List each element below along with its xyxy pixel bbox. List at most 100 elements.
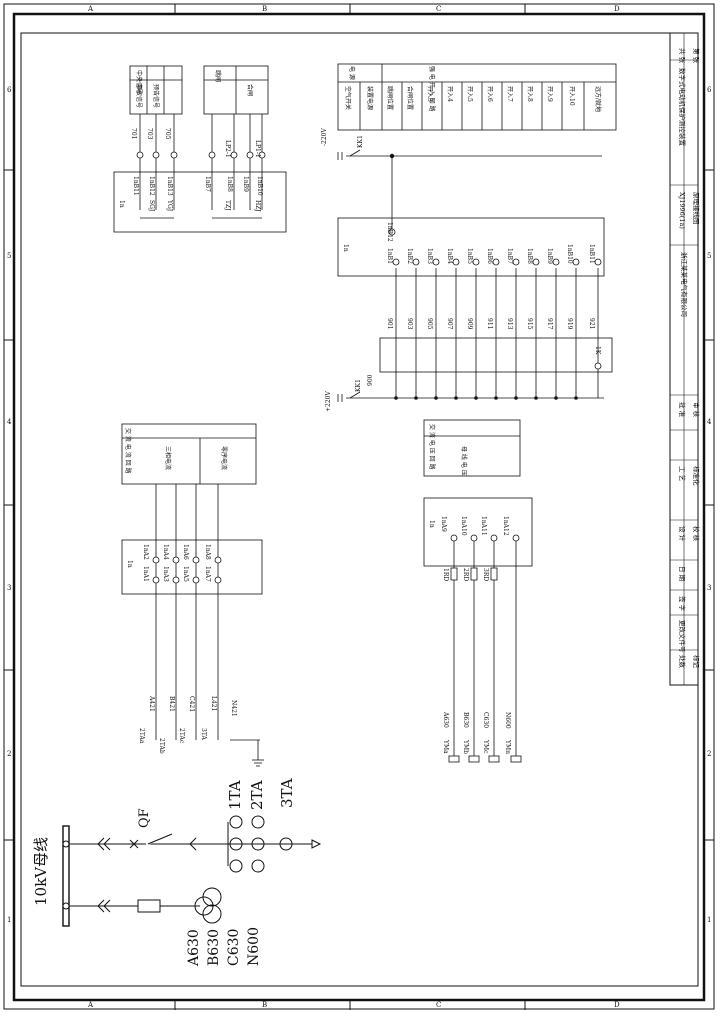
ac-current-dots (152, 556, 222, 584)
di-bottom-nodes (394, 396, 578, 400)
terminal-1nb7: 1nB7 (506, 248, 513, 264)
title-sign: 签 字 (678, 596, 687, 612)
di-row-7: 开入6 (486, 86, 493, 102)
title-change-no: 更改文件号 (678, 620, 687, 653)
ac-current-device: 1n (126, 560, 133, 568)
term-1na4: 1nA4 (162, 544, 169, 560)
di-circuit-texts: -220V +220V KK1 KK1 900 1n 1K 1nB12 1nB1… (321, 128, 601, 412)
term-1na8: 1nA8 (204, 544, 211, 560)
term-1na3: 1nA3 (162, 566, 169, 582)
terminal-1nb9-a: 1nB9 (242, 176, 249, 192)
vwire-a630: A630 (442, 711, 449, 728)
ac-voltage-device: 1n (428, 520, 435, 528)
term-1na2: 1nA2 (142, 544, 149, 560)
terminal-1nb2: 1nB2 (406, 248, 413, 264)
ct-2taa: 2TAa (138, 728, 145, 744)
kk1-label-top: KK1 (357, 135, 364, 148)
terminal-1nb8-a: 1nB8 (226, 176, 233, 192)
ac-voltage-dots (450, 534, 520, 542)
contact-ygj: YGJ (166, 199, 173, 212)
di-row-11: 开入10 (568, 86, 575, 106)
zone-left-2: 2 (7, 750, 11, 758)
title-audit: 审 核 (692, 402, 701, 418)
di-row-0: 空气开关 (344, 86, 352, 110)
title-approve: 批 准 (678, 402, 687, 418)
trip-header-close: 合闸 (246, 84, 254, 96)
bus-yma: YMa (442, 739, 449, 754)
ac-current-sub2: 零序电流 (220, 446, 228, 470)
zone-left-5: 5 (7, 252, 11, 260)
zone-right-1: 1 (707, 916, 711, 924)
primary-diagram (62, 815, 322, 927)
ac-voltage-table (423, 419, 533, 763)
ac-current-table (121, 423, 264, 767)
di-common-wire: 900 (367, 374, 374, 386)
ac-voltage-texts: 交 流 电 压 回 路 母 线 电 压 1n 1nA9 1nA10 1nA11 … (428, 424, 511, 754)
terminal-1nb10-a: 1nB10 (256, 176, 263, 196)
terminal-1nb7-a: 1nB7 (204, 176, 211, 192)
di-row-2: 跳闸位置 (386, 86, 394, 110)
term-1na5: 1nA5 (182, 566, 189, 582)
terminal-1nb8: 1nB8 (526, 248, 533, 264)
terminal-1nb5: 1nB5 (466, 248, 473, 264)
zone-right-3: 3 (707, 584, 711, 592)
title-date: 日 期 (678, 566, 686, 582)
fuse-1rd: 1RD (442, 568, 449, 581)
term-1na10: 1nA10 (460, 516, 467, 536)
signal-header-central: 中央信号 (135, 70, 143, 94)
vwire-c630: C630 (482, 712, 489, 728)
di-wire-905: 905 (426, 318, 433, 330)
zone-left-3: 3 (7, 584, 11, 592)
ac-voltage-title: 交 流 电 压 回 路 (428, 424, 436, 470)
di-switch: 1K (594, 346, 601, 355)
terminal-1nb12-a: 1nB12 (148, 176, 155, 196)
signal-wire-703: 703 (146, 128, 153, 140)
terminal-1nb1: 1nB1 (386, 248, 393, 264)
di-row-3: 合闸位置 (406, 86, 414, 110)
terminal-1nb11: 1nB11 (588, 244, 595, 264)
pos-220v-label: +220V (325, 391, 332, 412)
terminal-1nb3: 1nB3 (426, 248, 433, 264)
di-wire-917: 917 (546, 318, 553, 330)
vwire-n600: N600 (504, 712, 511, 729)
term-1na12: 1nA12 (502, 516, 509, 536)
wire-l421: L421 (210, 696, 217, 711)
di-wire-911: 911 (486, 318, 493, 329)
zone-right-4: 4 (707, 418, 712, 426)
title-project: 数字式电动机保护测控装置 (678, 68, 687, 147)
qf-label: QF (137, 808, 152, 828)
zone-top-a: A (87, 5, 94, 13)
bus-ymb: YMb (462, 739, 469, 754)
di-table (337, 63, 617, 131)
di-terminal-dots (388, 153, 602, 370)
trip-header-trip: 跳闸 (214, 70, 222, 82)
signal-texts: 中央信号 事故信号 预告信号 跳闸 合闸 701 703 705 LP2-1 L… (118, 70, 263, 212)
vt-b630: B630 (206, 929, 222, 966)
zone-right-6: 6 (707, 86, 712, 94)
ac-current-sub1: 三相电流 (164, 446, 172, 470)
di-wire-919: 919 (566, 318, 573, 330)
title-block: 共 张 第 张 数字式电动机保护测控装置 XJ1996(1a) 原理接线图 浙江… (669, 32, 701, 686)
ac-voltage-sub: 母 线 电 压 (460, 446, 468, 476)
di-circuit (337, 149, 613, 402)
signal-device: 1n (118, 200, 125, 208)
term-1na9: 1nA9 (440, 516, 447, 532)
title-proofread: 校 核 (692, 526, 701, 542)
terminal-1nb13-a: 1nB13 (166, 176, 173, 196)
zone-left-6: 6 (7, 86, 12, 94)
vt-n600: N600 (246, 927, 262, 966)
ac-current-title: 交 流 电 流 回 路 (124, 428, 132, 474)
title-sheet-title: 原理接线图 (692, 192, 701, 225)
di-wire-909: 909 (466, 318, 473, 330)
di-row-4: 开入3 (426, 86, 433, 102)
terminal-1nb9: 1nB9 (546, 248, 553, 264)
zone-left-4: 4 (7, 418, 12, 426)
title-count: 处数 (678, 655, 687, 669)
di-group: 强 电 开 入 回 路 (428, 66, 436, 112)
zone-right-5: 5 (707, 252, 711, 260)
signal-terminals (136, 151, 266, 159)
ac-current-texts: 交 流 电 流 回 路 三相电流 零序电流 1n 1nA2 1nA4 1nA6 … (124, 428, 237, 754)
di-row-8: 开入7 (506, 86, 513, 102)
